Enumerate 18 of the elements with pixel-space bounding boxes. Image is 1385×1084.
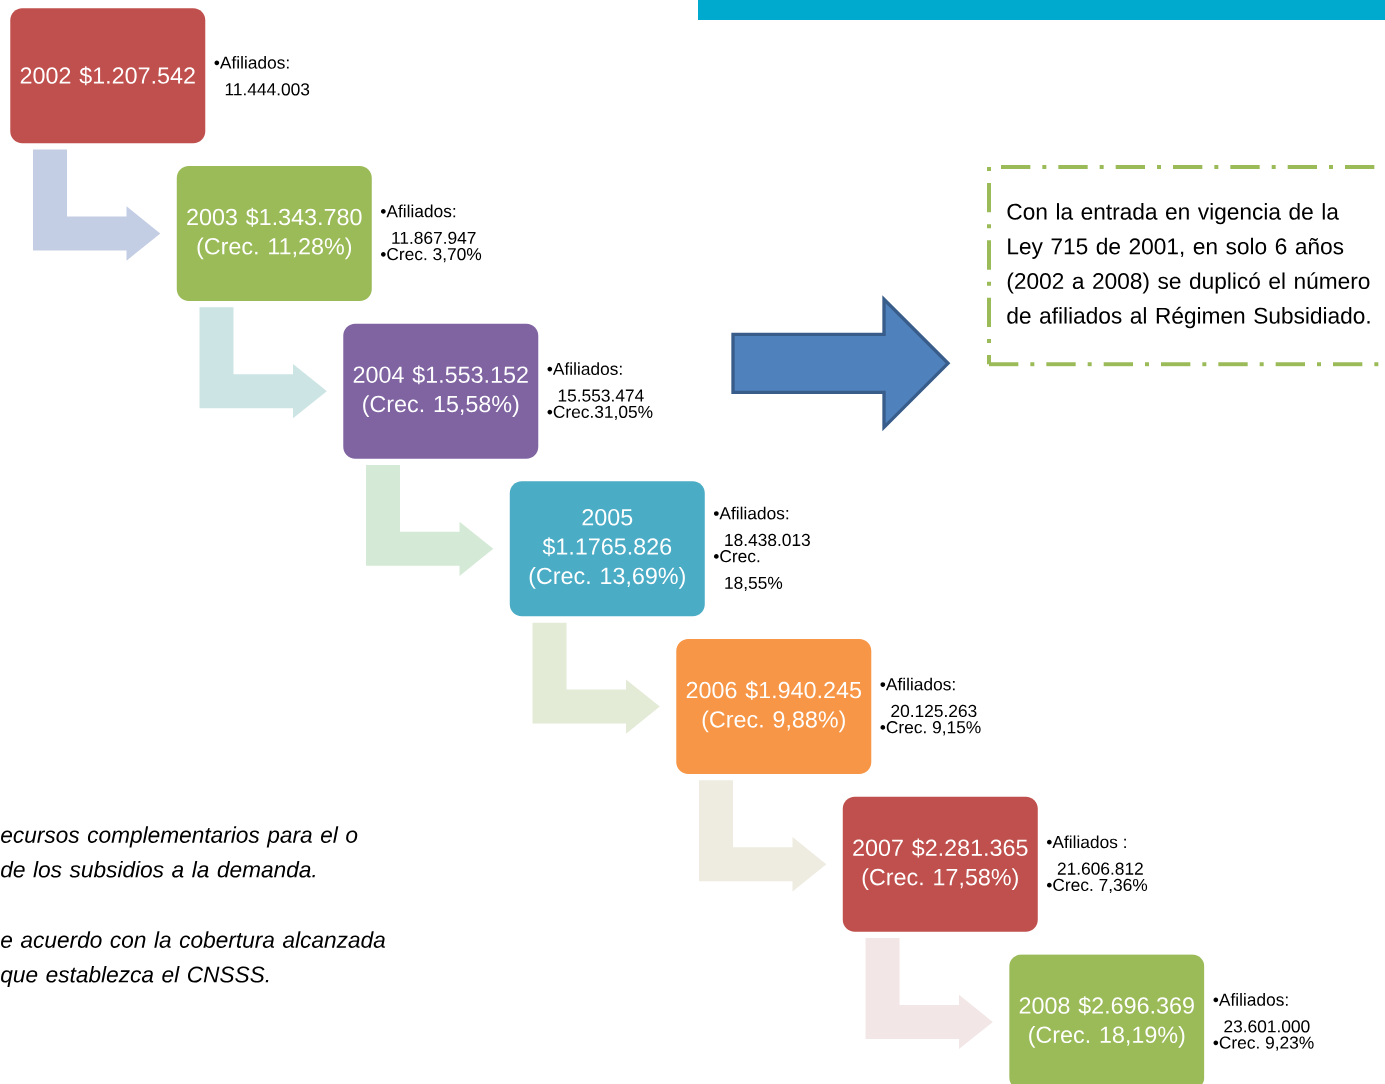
year-box: 2004 $1.553.152 (Crec. 15,58%) xyxy=(343,323,539,459)
year-box: 2008 $2.696.369 (Crec. 18,19%) xyxy=(1009,954,1205,1084)
bullet-list: •Afiliados: 11.867.947 •Crec. 3,70% xyxy=(381,204,482,263)
year-box: 2003 $1.343.780 (Crec. 11,28%) xyxy=(176,165,372,301)
year-box: 2002 $1.207.542 xyxy=(10,8,206,144)
bullet-list: •Afiliados: 18.438.013 •Crec. 18,55% xyxy=(714,506,810,592)
note-text: e acuerdo con la cobertura alcanzada que establezca el CNSSS. xyxy=(1,931,385,988)
block-arrow xyxy=(731,295,951,432)
year-box: 2005 $1.1765.826 (Crec. 13,69%) xyxy=(509,481,705,617)
bullet-list: •Afiliados: 20.125.263 •Crec. 9,15% xyxy=(880,677,981,736)
bullet-list: •Afiliados : 21.606.812 •Crec. 7,36% xyxy=(1047,835,1148,894)
note-text: ecursos complementarios para el o de los subsidios a la demanda. xyxy=(1,826,358,878)
bullet-list: •Afiliados: 15.553.474 •Crec.31,05% xyxy=(547,362,653,420)
year-box: 2007 $2.281.365 (Crec. 17,58%) xyxy=(842,796,1038,932)
note-box: Con la entrada en vigencia de la Ley 715 de 2001, en solo 6 años (2002 a 2008) se duplicó el número de afiliados al Régimen Subsidiado. xyxy=(987,165,1385,367)
year-box: 2006 $1.940.245 (Crec. 9,88%) xyxy=(676,639,872,775)
bullet-list: •Afiliados: 11.444.003 xyxy=(214,56,310,96)
bullet-list: •Afiliados: 23.601.000 •Crec. 9,23% xyxy=(1213,993,1314,1051)
